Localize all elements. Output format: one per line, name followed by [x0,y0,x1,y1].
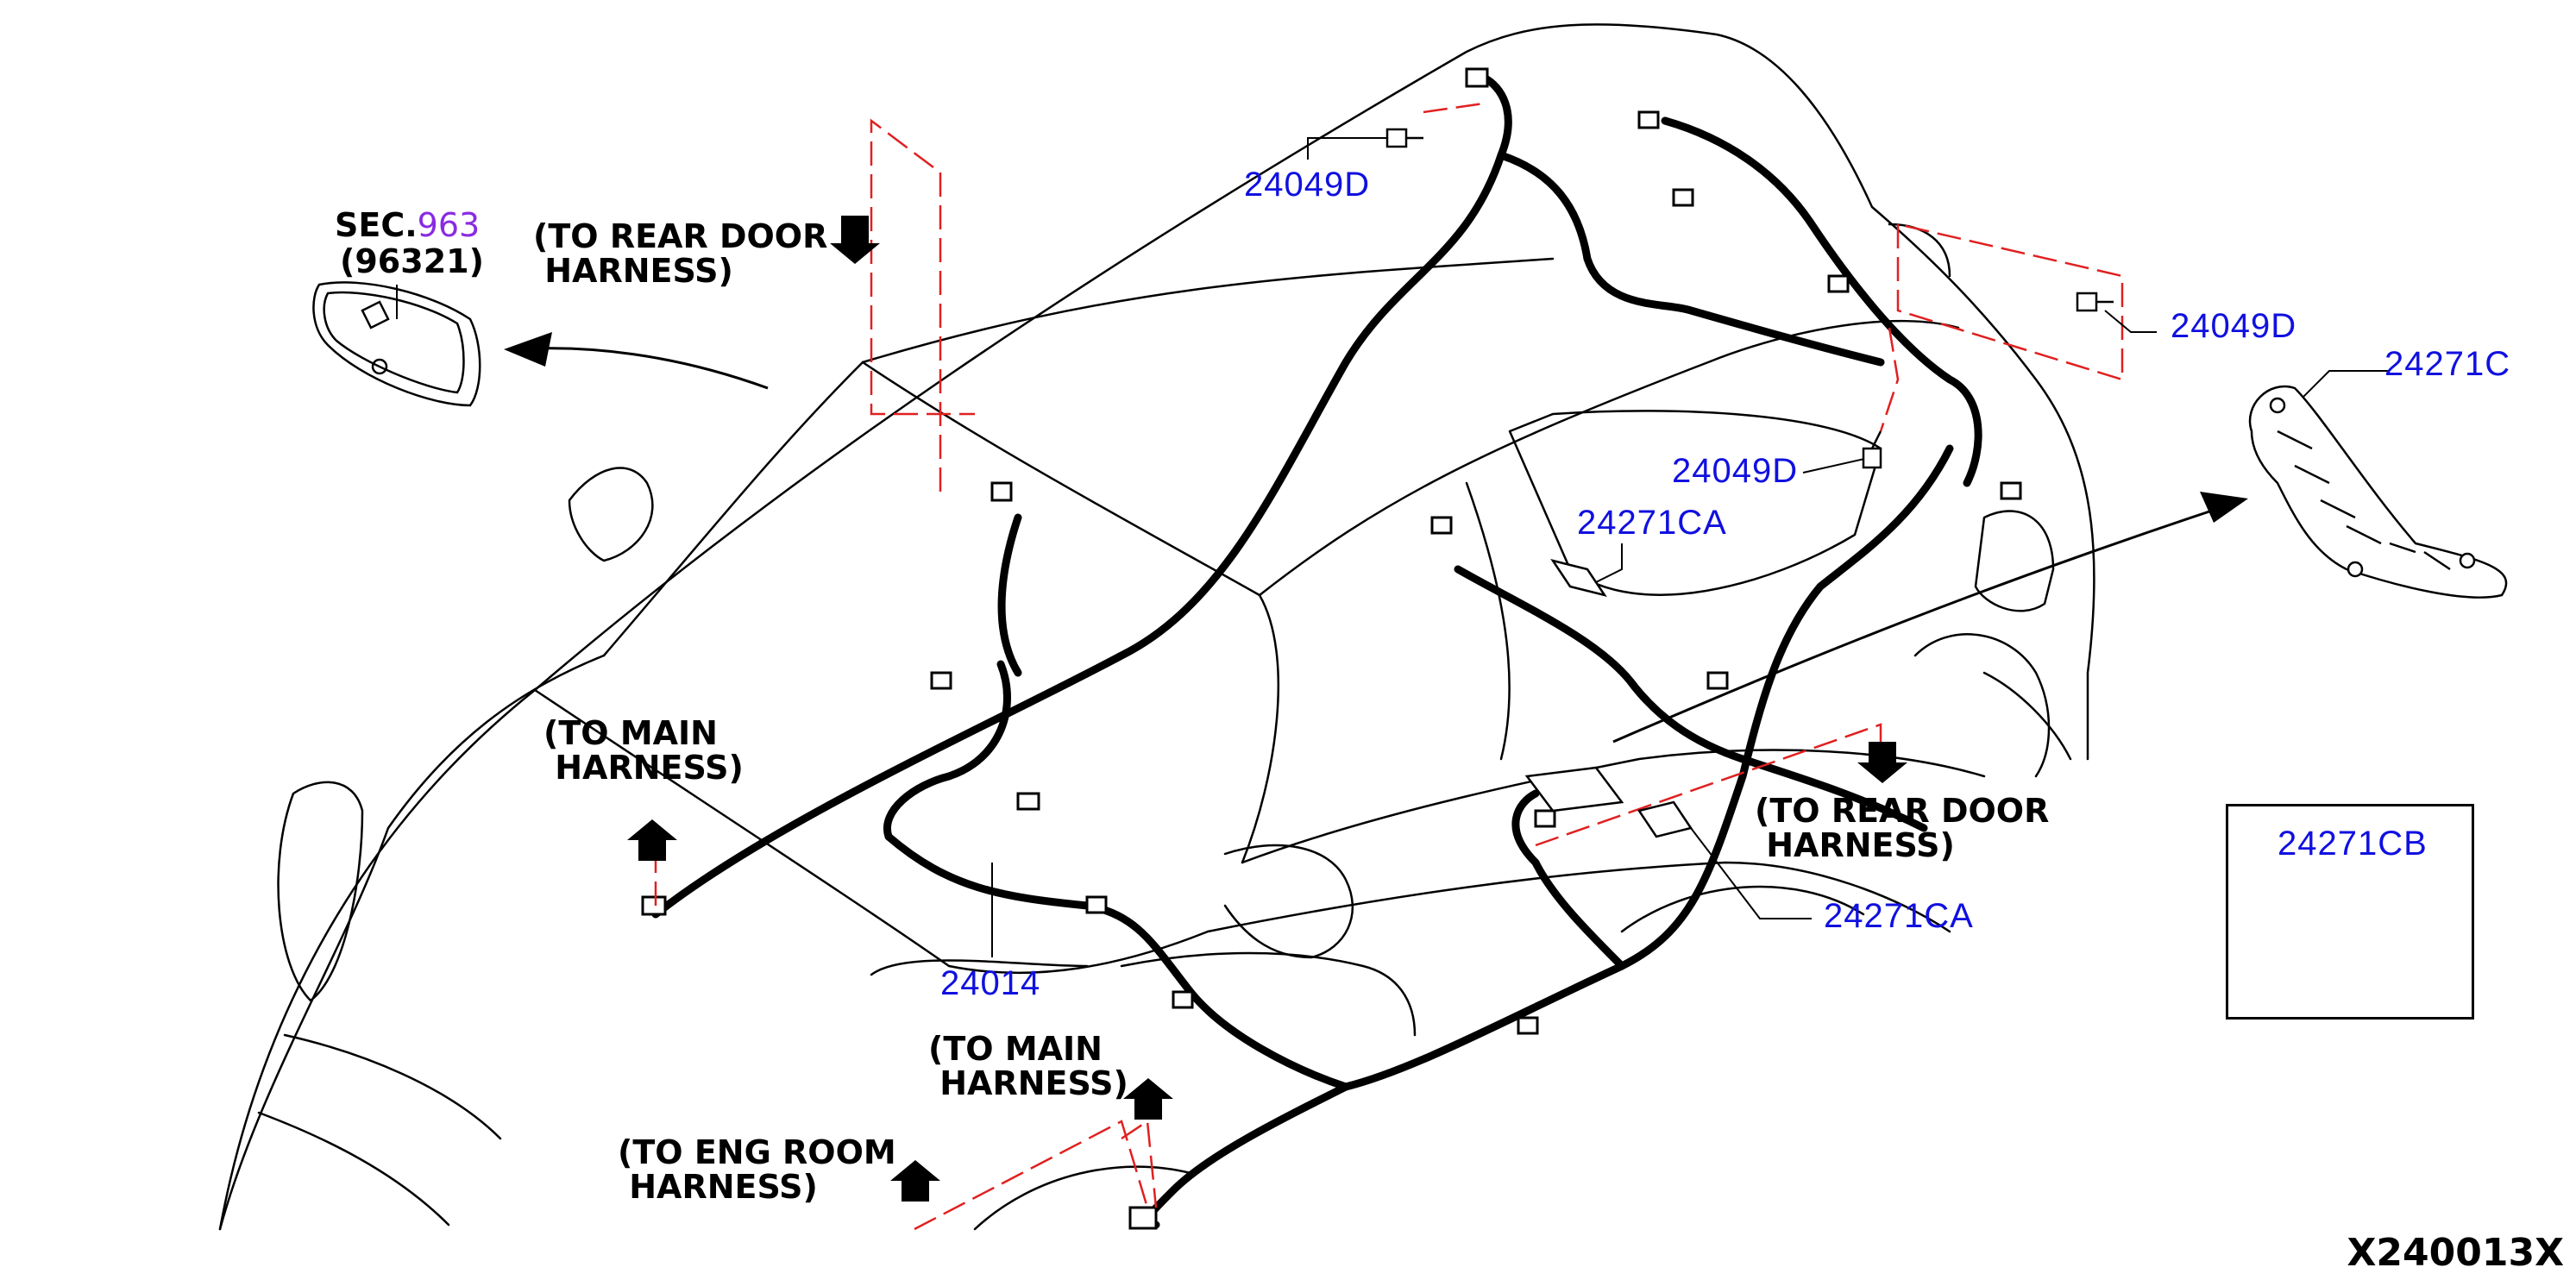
callout-24049d-right[interactable]: 24049D [2171,307,2297,345]
arrowhead [504,332,2248,523]
section-prefix: SEC. [335,206,418,244]
bolt-icon [1385,128,2114,469]
note-to-main-bottom: (TO MAIN HARNESS) [928,1030,1128,1102]
harness-protector-icon [2248,385,2508,599]
callout-24271c[interactable]: 24271C [2384,345,2511,383]
callout-24271ca-upper[interactable]: 24271CA [1577,504,1727,542]
note-to-eng-room: (TO ENG ROOM HARNESS) [618,1133,896,1206]
pointer-arrow [517,347,2218,744]
callout-24014[interactable]: 24014 [940,964,1041,1002]
section-reference[interactable]: SEC.963 (96321) [335,207,484,279]
up-arrow-icon [1123,1078,1173,1120]
diagram-id: X240013X [2347,1231,2564,1275]
tape-pad-icon [1524,559,1693,838]
callout-24271cb[interactable]: 24271CB [2278,825,2428,863]
callout-24049d-top[interactable]: 24049D [1244,166,1371,204]
note-to-main-left: (TO MAIN HARNESS) [543,714,744,787]
down-arrow-icon [830,216,880,264]
connector [641,67,2022,1230]
section-number[interactable]: 963 [417,206,481,244]
note-to-rear-door-right: (TO REAR DOOR HARNESS) [1755,792,2050,864]
note-to-rear-door-top: (TO REAR DOOR HARNESS) [533,217,828,290]
callout-24271ca-lower[interactable]: 24271CA [1824,897,1974,935]
section-part-number: (96321) [340,242,484,280]
rearview-mirror-icon [312,281,481,407]
up-arrow-icon [627,819,677,861]
up-arrow-icon [890,1160,940,1202]
callout-24049d-mid[interactable]: 24049D [1672,452,1799,490]
callout-leader [396,137,2390,957]
inset-box [2226,804,2474,1020]
down-arrow-icon [1857,742,1907,783]
connection-leader [643,102,2124,1231]
